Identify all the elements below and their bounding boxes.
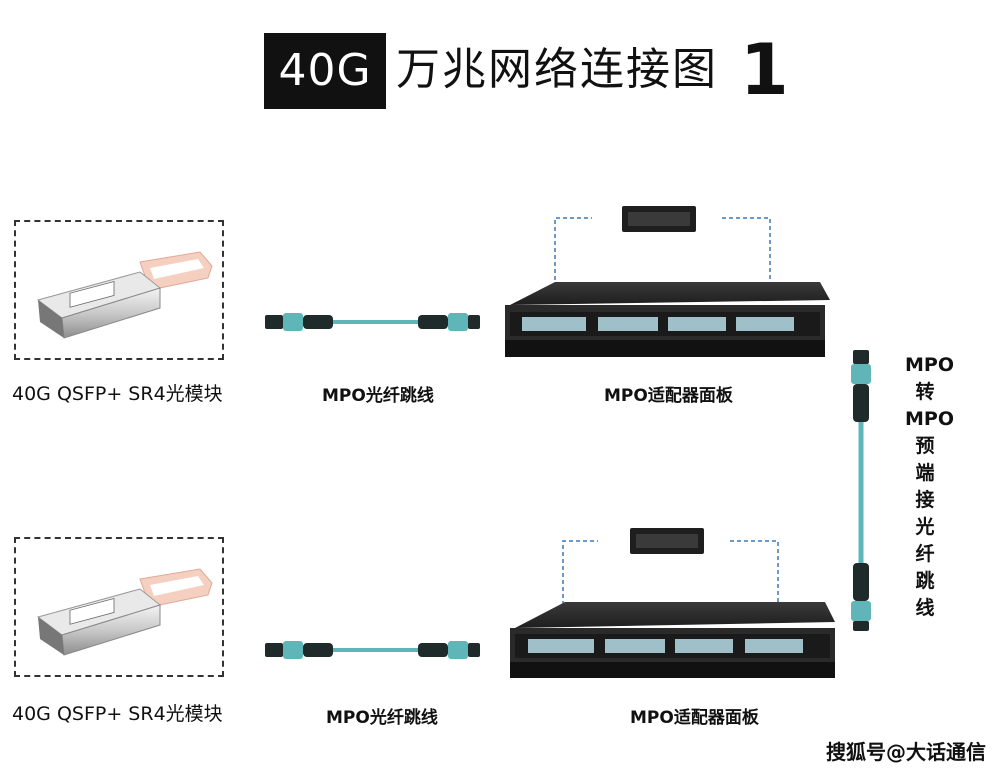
module-label-2: 40G QSFP+ SR4光模块 <box>12 703 223 725</box>
panel-label-2: MPO适配器面板 <box>630 708 759 728</box>
title-number: 1 <box>740 29 789 111</box>
module-frame-2 <box>14 537 224 677</box>
mpo-adapter-panel-2 <box>510 528 835 678</box>
mpo-patch-cable-1 <box>265 313 480 331</box>
page-title: 万兆网络连接图 <box>396 44 718 95</box>
mpo-adapter-panel-1 <box>505 206 830 357</box>
qsfp-module-image-1 <box>36 251 213 339</box>
mpo-patch-cable-2 <box>265 641 480 659</box>
cable-label-1: MPO光纤跳线 <box>322 386 434 406</box>
mpo-trunk-cable <box>851 350 871 631</box>
module-frame-1 <box>14 220 224 360</box>
panel-label-1: MPO适配器面板 <box>604 386 733 406</box>
footer-credit: 搜狐号@大话通信 <box>826 740 986 764</box>
cable-label-2: MPO光纤跳线 <box>326 708 438 728</box>
trunk-cable-label: MPO 转 MPO 预 端 接 光 纤 跳 线 <box>905 354 954 619</box>
module-label-1: 40G QSFP+ SR4光模块 <box>12 383 223 405</box>
title-badge: 40G <box>264 33 386 109</box>
qsfp-module-image-2 <box>36 568 213 656</box>
